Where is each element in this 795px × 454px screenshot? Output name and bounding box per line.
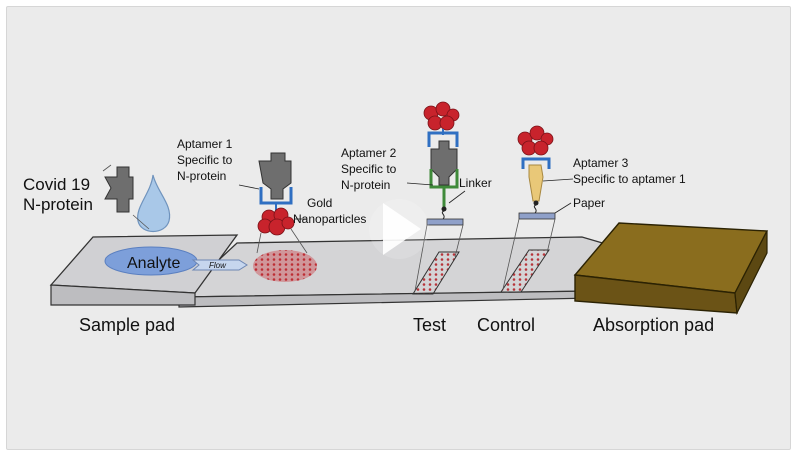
- aptamer3-label-line2: Specific to aptamer 1: [573, 172, 686, 186]
- aptamer1-protein-shape: [258, 152, 292, 200]
- absorption-pad-side: [734, 230, 768, 316]
- aptamer3-label-line1: Aptamer 3: [573, 156, 629, 170]
- control-label: Control: [477, 315, 535, 335]
- linker-label: Linker: [459, 176, 492, 190]
- sample-pad-edge: [50, 284, 196, 306]
- gold-nanoparticle-2: [423, 101, 460, 131]
- play-button[interactable]: [369, 199, 429, 259]
- aptamer2-protein-shape: [430, 140, 458, 186]
- gold-nanoparticle-3: [517, 125, 554, 156]
- test-paper-piece: [426, 218, 464, 226]
- aptamer1-label-line3: N-protein: [177, 169, 226, 183]
- gold-label-line2: Nanoparticles: [293, 212, 366, 226]
- gold-nanoparticle-1: [257, 207, 295, 236]
- aptamer2-label-line2: Specific to: [341, 162, 397, 176]
- paper-label: Paper: [573, 196, 605, 210]
- flow-arrow: [191, 259, 248, 271]
- analyte-label: Analyte: [127, 255, 180, 272]
- gold-label-line1: Gold: [307, 196, 332, 210]
- aptamer2-label-line1: Aptamer 2: [341, 146, 397, 160]
- aptamer2-label-line3: N-protein: [341, 178, 390, 192]
- test-label: Test: [413, 315, 446, 335]
- control-paper-piece: [518, 212, 556, 220]
- droplet-icon: [137, 174, 171, 233]
- aptamer2-top-binder: [427, 131, 459, 147]
- video-frame[interactable]: Analyte Flow Covid 19 N-protein Aptamer …: [6, 6, 791, 450]
- flow-label: Flow: [209, 261, 227, 270]
- aptamer3-top-binder: [521, 157, 551, 169]
- play-icon[interactable]: [383, 203, 421, 255]
- aptamer1-label-line1: Aptamer 1: [177, 137, 233, 151]
- test-line: [412, 251, 460, 295]
- aptamer3-strand: [528, 164, 544, 202]
- lateral-flow-diagram: Analyte Flow Covid 19 N-protein Aptamer …: [23, 101, 769, 335]
- aptamer2-linker: [429, 169, 459, 207]
- gold-nanoparticle-cluster: [253, 250, 317, 282]
- absorption-pad-label: Absorption pad: [593, 315, 714, 335]
- control-line: [500, 249, 550, 293]
- covid-label-line1: Covid 19: [23, 175, 90, 194]
- aptamer1-label-line2: Specific to: [177, 153, 233, 167]
- covid-label-line2: N-protein: [23, 195, 93, 214]
- sample-pad-label: Sample pad: [79, 315, 175, 335]
- n-protein-shape: [104, 166, 134, 213]
